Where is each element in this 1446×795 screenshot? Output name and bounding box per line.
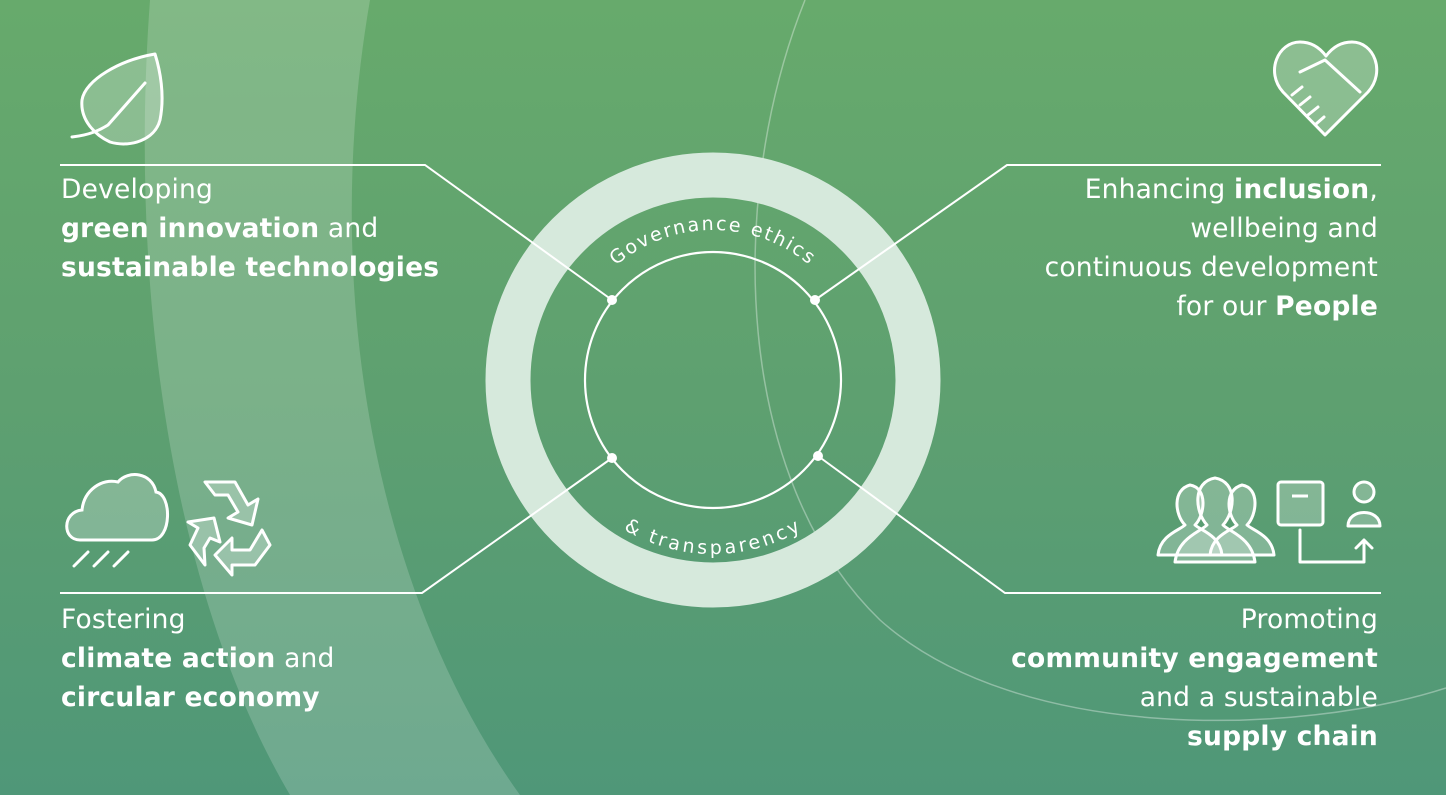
pillar-line: Enhancing inclusion, — [1045, 170, 1378, 209]
text: continuous development — [1044, 252, 1378, 283]
pale-arc-band — [144, 0, 520, 795]
connector-top-left — [60, 164, 613, 301]
bold-text: green innovation — [61, 213, 320, 244]
text: for our — [1176, 291, 1276, 322]
text: and a sustainable — [1139, 682, 1378, 713]
pillar-line: Fostering — [61, 600, 335, 639]
text: wellbeing and — [1190, 213, 1378, 244]
connector-dot — [607, 295, 617, 305]
text: , — [1369, 174, 1378, 205]
bold-text: People — [1275, 291, 1378, 322]
text: and — [319, 213, 379, 244]
connector-dot — [607, 453, 617, 463]
cloud-rain-icon — [65, 473, 169, 568]
connector-bottom-left — [60, 457, 613, 594]
pillar-line: for our People — [1045, 287, 1378, 326]
text: Fostering — [61, 604, 186, 635]
pillar-community: Promoting community engagement and a sus… — [1011, 600, 1378, 756]
bold-text: sustainable technologies — [61, 252, 440, 283]
connector-top-right — [814, 164, 1381, 301]
pillar-line: supply chain — [1011, 717, 1378, 756]
pillar-green-innovation: Developing green innovation and sustaina… — [61, 170, 439, 287]
recycle-icon — [186, 480, 272, 577]
text: Developing — [61, 174, 214, 205]
pillar-line: green innovation and — [61, 209, 439, 248]
governance-ethics-label: Governance ethics — [605, 213, 821, 270]
text: and — [275, 643, 335, 674]
leaf-icon — [70, 52, 164, 146]
inner-circle — [583, 250, 843, 510]
governance-ring — [485, 152, 941, 608]
connector-dot — [810, 295, 820, 305]
pillar-line: circular economy — [61, 678, 335, 717]
pillar-line: sustainable technologies — [61, 248, 439, 287]
pillar-line: Promoting — [1011, 600, 1378, 639]
bold-text: climate action — [61, 643, 276, 674]
text: Enhancing — [1084, 174, 1235, 205]
text: Promoting — [1240, 604, 1378, 635]
pillar-line: Developing — [61, 170, 439, 209]
bold-text: supply chain — [1187, 721, 1378, 752]
bold-text: circular economy — [61, 682, 320, 713]
pillar-line: and a sustainable — [1011, 678, 1378, 717]
pillar-line: continuous development — [1045, 248, 1378, 287]
connector-dot — [813, 451, 823, 461]
pillar-line: wellbeing and — [1045, 209, 1378, 248]
pillar-line: climate action and — [61, 639, 335, 678]
connector-bottom-right — [817, 455, 1381, 594]
people-supply-chain-icon — [1156, 476, 1382, 564]
bold-text: community engagement — [1011, 643, 1378, 674]
pillar-inclusion: Enhancing inclusion, wellbeing and conti… — [1045, 170, 1378, 326]
pillar-climate-action: Fostering climate action and circular ec… — [61, 600, 335, 717]
bold-text: inclusion — [1234, 174, 1370, 205]
pillar-line: community engagement — [1011, 639, 1378, 678]
heart-handshake-icon — [1273, 40, 1379, 137]
